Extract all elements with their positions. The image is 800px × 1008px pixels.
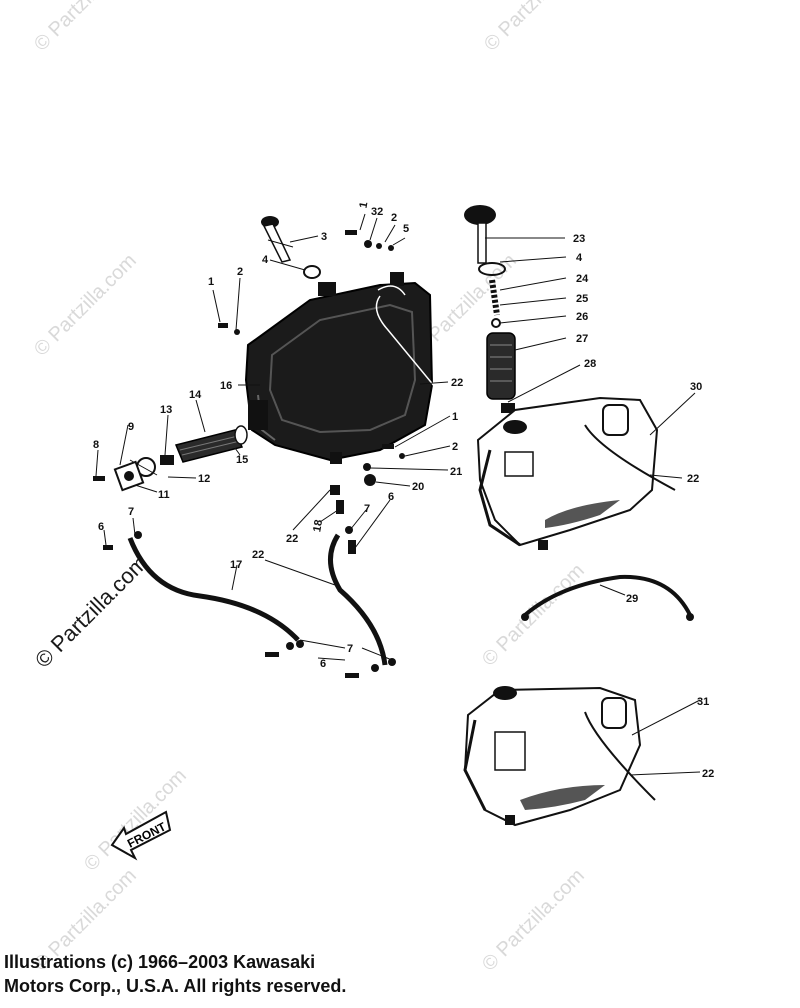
callout-1-left: 1 — [208, 276, 214, 288]
callout-6-right: 6 — [388, 491, 394, 503]
callout-4-right: 4 — [576, 252, 583, 264]
callout-22-tank30: 22 — [687, 473, 699, 485]
callout-15: 16 — [220, 380, 232, 392]
fuel-filter-assembly — [93, 425, 248, 492]
callout-30: 30 — [690, 381, 702, 393]
callout-11: 12 — [198, 473, 210, 485]
callout-29: 29 — [626, 593, 638, 605]
callout-16: 17 — [230, 559, 242, 571]
callout-22-tank31: 22 — [702, 768, 714, 780]
callout-16-mid: 18 — [311, 519, 325, 533]
callout-24: 24 — [576, 273, 589, 285]
callout-5: 5 — [403, 223, 409, 235]
callout-1-right: 1 — [452, 411, 458, 423]
main-fuel-tank — [244, 272, 436, 464]
callout-20: 20 — [412, 481, 424, 493]
callout-4-left: 4 — [262, 254, 269, 266]
oil-tank-fill-assembly — [464, 205, 516, 413]
callout-17: 22 — [252, 549, 264, 561]
callout-23: 23 — [573, 233, 585, 245]
fuel-hose-17 — [328, 485, 396, 678]
callout-18: 22 — [286, 533, 298, 545]
small-fasteners-top — [218, 230, 394, 335]
callout-2-left: 2 — [237, 266, 243, 278]
fuel-cap-left — [261, 216, 321, 279]
callout-26: 26 — [576, 311, 588, 323]
leader-lines — [95, 213, 701, 776]
callout-25: 25 — [576, 293, 588, 305]
callout-32: 32 — [371, 206, 383, 218]
oil-tank-30 — [476, 396, 676, 550]
fasteners-right-of-tank — [363, 444, 405, 486]
callout-6-left: 6 — [98, 521, 104, 533]
callout-21: 21 — [450, 466, 462, 478]
copyright-line-2: Motors Corp., U.S.A. All rights reserved… — [4, 976, 347, 996]
callout-12: 13 — [160, 404, 172, 416]
callout-28: 28 — [584, 358, 596, 370]
callout-7-right: 7 — [364, 503, 370, 515]
callout-10: 11 — [158, 489, 170, 501]
callout-2-top: 2 — [391, 212, 397, 224]
callout-14: 15 — [236, 454, 248, 466]
copyright-line-1: Illustrations (c) 1966–2003 Kawasaki — [4, 952, 316, 972]
callout-27: 27 — [576, 333, 588, 345]
callout-9: 9 — [128, 421, 134, 433]
callout-3: 3 — [321, 231, 327, 243]
breather-hose-29 — [521, 574, 694, 621]
front-arrow: FRONT — [110, 810, 172, 861]
callout-1-top: 1 — [358, 201, 371, 209]
callout-8: 8 — [93, 439, 99, 451]
callout-labels: 3 4 1 32 2 5 1 2 16 22 14 13 9 8 15 12 1… — [93, 201, 714, 780]
callout-31: 31 — [697, 696, 709, 708]
oil-tank-31 — [463, 686, 656, 827]
callout-7-bottom: 7 — [347, 643, 353, 655]
callout-13: 14 — [189, 389, 202, 401]
fuel-hose-16 — [103, 531, 304, 657]
callout-22-main: 22 — [451, 377, 463, 389]
callout-6-bottom: 6 — [320, 658, 326, 670]
copyright-notice: Illustrations (c) 1966–2003 Kawasaki Mot… — [4, 950, 346, 998]
callout-2-right: 2 — [452, 441, 458, 453]
callout-7-left: 7 — [128, 506, 134, 518]
